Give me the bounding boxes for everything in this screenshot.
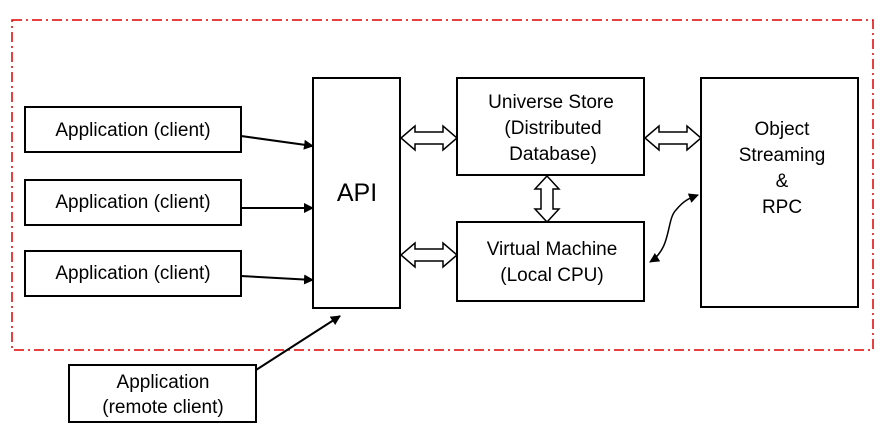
virtual-machine-line1: Virtual Machine — [487, 239, 618, 260]
arrow-client3-to-api — [240, 274, 314, 285]
client-label-3: Application (client) — [55, 263, 210, 284]
double-arrow-api-store — [399, 124, 459, 152]
double-arrow-api-vm — [399, 241, 459, 269]
object-streaming-line2: Streaming — [739, 145, 826, 166]
client-box-2: Application (client) — [24, 179, 242, 226]
double-arrow-store-streaming — [643, 124, 703, 152]
client-box-1: Application (client) — [24, 106, 242, 153]
object-streaming-line3: & — [776, 171, 789, 192]
arrow-client1-to-api — [240, 135, 314, 150]
system-boundary — [11, 19, 874, 351]
curved-arrow-vm-streaming — [649, 193, 699, 263]
remote-client-line1: Application — [117, 372, 210, 393]
double-arrow-store-vm — [533, 174, 561, 224]
api-box: API — [312, 77, 401, 309]
universe-store-box: Universe Store (Distributed Database) — [456, 77, 645, 176]
client-label-2: Application (client) — [55, 192, 210, 213]
object-streaming-line4: RPC — [762, 197, 802, 218]
remote-client-line2: (remote client) — [102, 397, 223, 418]
object-streaming-box: Object Streaming & RPC — [700, 77, 859, 308]
api-label: API — [337, 179, 377, 207]
virtual-machine-line2: (Local CPU) — [500, 265, 603, 286]
client-label-1: Application (client) — [55, 120, 210, 141]
client-box-3: Application (client) — [24, 250, 242, 297]
object-streaming-line1: Object — [755, 119, 811, 140]
universe-store-line1: Universe Store — [488, 92, 614, 113]
remote-client-box: Application (remote client) — [68, 364, 257, 423]
universe-store-line2: (Distributed — [504, 118, 601, 139]
arrow-remote-to-api — [255, 315, 341, 371]
universe-store-line3: Database) — [509, 144, 597, 165]
virtual-machine-box: Virtual Machine (Local CPU) — [456, 221, 645, 302]
